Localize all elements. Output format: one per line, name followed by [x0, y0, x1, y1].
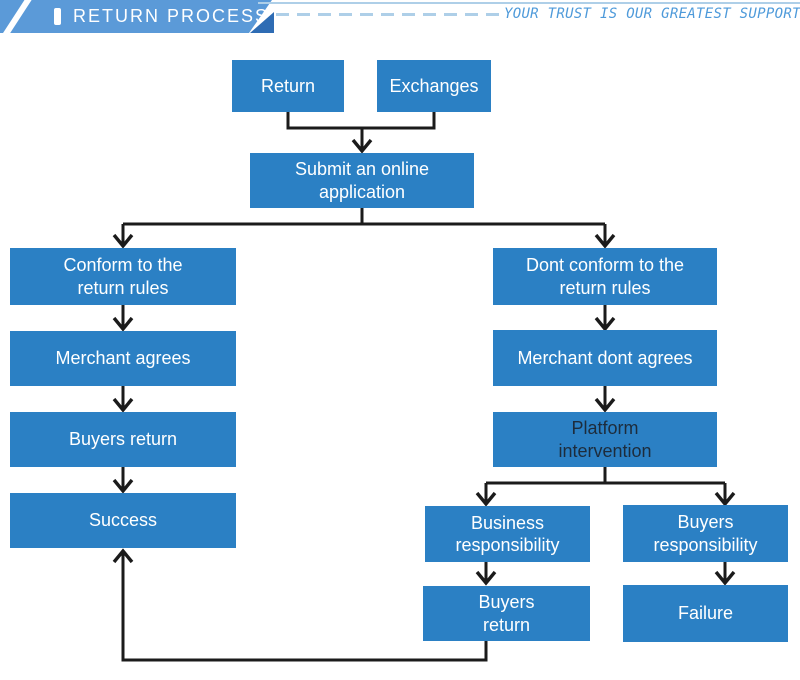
slash-decoration: [2, 0, 32, 38]
node-failure: Failure: [623, 585, 788, 642]
edge-platform-split: [484, 467, 727, 503]
node-dont-conform-rules: Dont conform to the return rules: [493, 248, 717, 305]
node-buyers-responsibility: Buyers responsibility: [623, 505, 788, 562]
arrowhead-buyers-return-right: [475, 570, 497, 586]
node-return: Return: [232, 60, 344, 112]
arrowhead-merchant-agrees: [112, 316, 134, 332]
arrowhead-dont-conform: [594, 233, 616, 249]
arrowhead-success: [112, 478, 134, 494]
edge-return-exchanges-join: [286, 112, 436, 130]
arrowhead-conform: [112, 233, 134, 249]
arrowhead-failure: [714, 570, 736, 586]
node-merchant-agrees: Merchant agrees: [10, 331, 236, 386]
node-exchanges: Exchanges: [377, 60, 491, 112]
header-slogan: YOUR TRUST IS OUR GREATEST SUPPORT: [504, 6, 800, 22]
arrowhead-buyers-resp: [714, 491, 736, 507]
arrowhead-submit: [351, 138, 373, 154]
node-platform-intervention: Platform intervention: [493, 412, 717, 467]
arrowhead-feedback-success: [112, 548, 134, 564]
header-top-line: [258, 2, 800, 4]
header-banner: [0, 0, 272, 33]
node-buyers-return-left: Buyers return: [10, 412, 236, 467]
node-merchant-dont-agrees: Merchant dont agrees: [493, 330, 717, 386]
node-business-responsibility: Business responsibility: [425, 506, 590, 562]
arrowhead-platform: [594, 397, 616, 413]
node-success: Success: [10, 493, 236, 548]
node-conform-rules: Conform to the return rules: [10, 248, 236, 305]
node-submit-application: Submit an online application: [250, 153, 474, 208]
arrowhead-business-resp: [475, 491, 497, 507]
edge-submit-split: [121, 208, 607, 245]
page-title: RETURN PROCESS: [73, 6, 270, 26]
arrowhead-merchant-dont-agrees: [594, 316, 616, 332]
arrowhead-buyers-return-left: [112, 397, 134, 413]
header-dashed-line: [276, 13, 502, 16]
node-buyers-return-right: Buyers return: [423, 586, 590, 641]
title-bar-icon: [54, 8, 61, 25]
